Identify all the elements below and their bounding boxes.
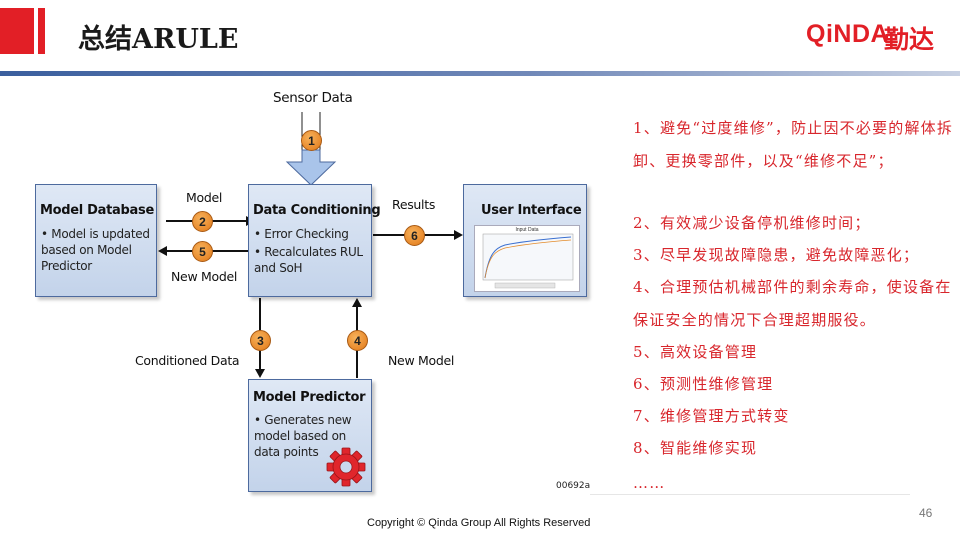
model-predictor-box: Model Predictor • Generates new model ba…: [248, 379, 372, 492]
thumbnail-chart: [482, 233, 574, 289]
list-item: ……: [633, 474, 666, 492]
user-interface-chart-thumbnail: Input Data: [474, 225, 580, 292]
list-item: 8、智能维修实现: [633, 439, 758, 457]
conditioned-data-arrowhead: [255, 369, 265, 378]
model-database-list: • Model is updated based on Model Predic…: [41, 226, 153, 276]
arule-flow-diagram: Sensor Data Model Database • Model is up…: [35, 90, 591, 492]
sensor-data-label: Sensor Data: [273, 90, 353, 106]
model-predictor-title: Model Predictor: [253, 390, 366, 405]
company-logo: QiNDA: [806, 20, 890, 48]
model-predictor-item: • Generates new model based on data poin…: [254, 413, 352, 459]
new-model-flow-label: New Model: [171, 269, 238, 284]
thumbnail-series-line: [484, 236, 572, 279]
step-badge: 2: [192, 211, 213, 232]
footer-divider: [590, 494, 910, 495]
step-badge: 5: [192, 241, 213, 262]
new-model-up-arrowhead: [352, 298, 362, 307]
conditioned-data-flow-label: Conditioned Data: [135, 353, 240, 368]
list-item: 2、有效减少设备停机维修时间；: [633, 214, 871, 232]
page-number: 46: [919, 506, 933, 520]
thumbnail-series-line: [484, 239, 572, 279]
list-item: 7、维修管理方式转变: [633, 407, 790, 425]
company-logo-chinese: 勤达: [884, 25, 935, 54]
list-item: 4、合理预估机械部件的剩余寿命，使设备在保证安全的情况下合理超期服役。: [633, 278, 952, 329]
model-predictor-list: • Generates new model based on data poin…: [254, 412, 356, 462]
model-database-item: • Model is updated based on Model Predic…: [41, 227, 150, 273]
list-item: 6、预测性维修管理: [633, 375, 774, 393]
copyright-notice: Copyright © Qinda Group All Rights Reser…: [367, 517, 591, 529]
model-database-box: Model Database • Model is updated based …: [35, 184, 157, 297]
gear-icon: [326, 447, 366, 487]
model-flow-label: Model: [186, 190, 223, 205]
header-accent-bar: [0, 8, 34, 54]
header-divider: [0, 71, 960, 76]
list-item: 5、高效设备管理: [633, 343, 758, 361]
data-conditioning-item: • Error Checking: [254, 227, 349, 241]
list-item: 1、避免“过度维修”，防止因不必要的解体拆卸、更换零部件，以及“维修不足”；: [633, 119, 954, 170]
step-badge: 4: [347, 330, 368, 351]
user-interface-title: User Interface: [481, 203, 582, 218]
data-conditioning-box: Data Conditioning • Error Checking • Rec…: [248, 184, 381, 297]
step-badge: 3: [250, 330, 271, 351]
user-interface-box: User Interface Input Data: [463, 184, 587, 297]
header-accent-stripe: [38, 8, 45, 54]
slide-title: 总结ARULE: [78, 24, 239, 55]
step-badge: 6: [404, 225, 425, 246]
data-conditioning-item: • Recalculates RUL and SoH: [254, 245, 363, 275]
list-item: 3、尽早发现故障隐患，避免故障恶化；: [633, 246, 920, 264]
step-badge: 1: [301, 130, 322, 151]
model-database-title: Model Database: [40, 203, 154, 218]
new-model-left-arrowhead: [158, 246, 167, 256]
diagram-reference-code: 00692a: [556, 481, 591, 491]
results-flow-label: Results: [392, 197, 436, 212]
data-conditioning-title: Data Conditioning: [253, 203, 381, 218]
data-conditioning-list: • Error Checking • Recalculates RUL and …: [254, 226, 366, 278]
new-model-up-flow-label: New Model: [388, 353, 455, 368]
thumbnail-legend: [494, 282, 556, 289]
results-arrowhead: [454, 230, 463, 240]
thumbnail-chart-title: Input Data: [515, 227, 539, 233]
sensor-data-arrow: [285, 149, 337, 186]
